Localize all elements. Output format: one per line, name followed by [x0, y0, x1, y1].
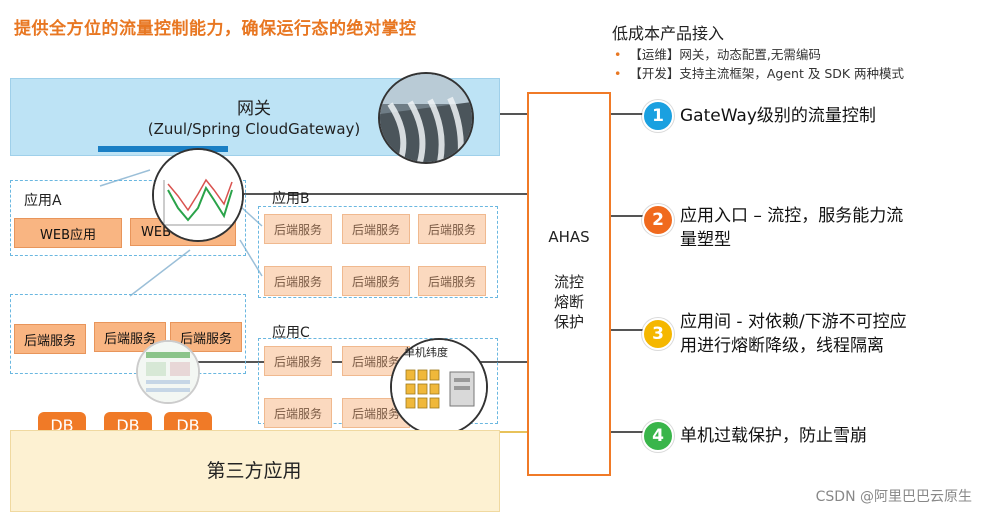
app-b-label: 应用B — [272, 191, 310, 207]
app-b-service: 后端服务 — [342, 214, 410, 244]
app-c-service: 后端服务 — [264, 346, 332, 376]
app-a-service: WEB应用 — [14, 218, 122, 248]
app-c-label: 应用C — [272, 325, 310, 341]
feature-text: 单机过载保护，防止雪崩 — [680, 426, 867, 446]
ahas-name: AHAS — [548, 228, 590, 246]
app-a-label: 应用A — [24, 193, 62, 209]
app-b-service: 后端服务 — [418, 266, 486, 296]
app-c-service: 后端服务 — [264, 398, 332, 428]
app-a-container — [10, 180, 246, 256]
bullet-item: •【开发】支持主流框架，Agent 及 SDK 两种模式 — [614, 66, 905, 81]
feature-number-badge: 2 — [642, 204, 674, 236]
backend-group-container — [10, 294, 246, 374]
app-b-container — [258, 206, 498, 298]
feature-text: 应用间 - 对依赖/下游不可控应 用进行熔断降级，线程隔离 — [680, 312, 907, 356]
standalone-label: 单机纬度 — [404, 346, 448, 359]
bullet-item: •【运维】网关，动态配置,无需编码 — [614, 47, 821, 62]
backend-service: 后端服务 — [14, 324, 86, 354]
page-title: 提供全方位的流量控制能力，确保运行态的绝对掌控 — [14, 19, 417, 39]
app-b-service: 后端服务 — [264, 214, 332, 244]
gateway-name: 网关 — [237, 99, 271, 119]
feature-number-badge: 3 — [642, 318, 674, 350]
feature-text: GateWay级别的流量控制 — [680, 106, 876, 126]
gateway-highlight-bar — [98, 146, 228, 152]
feature-text: 应用入口 – 流控，服务能力流 量塑型 — [680, 206, 904, 250]
app-b-service: 后端服务 — [342, 266, 410, 296]
flow-chart-image — [152, 148, 244, 242]
third-party-box — [10, 430, 500, 512]
watermark: CSDN @阿里巴巴云原生 — [815, 489, 972, 505]
dashboard-image — [136, 340, 200, 404]
ahas-description: 流控 熔断 保护 — [553, 273, 584, 331]
right-heading: 低成本产品接入 — [612, 24, 725, 43]
feature-number-badge: 1 — [642, 100, 674, 132]
gateway-subtitle: (Zuul/Spring CloudGateway) — [147, 120, 361, 138]
app-b-service: 后端服务 — [418, 214, 486, 244]
ahas-box — [527, 92, 611, 476]
dam-image — [378, 72, 474, 164]
feature-number-badge: 4 — [642, 420, 674, 452]
standalone-circle — [390, 338, 488, 436]
third-party-label: 第三方应用 — [206, 460, 302, 482]
app-b-service: 后端服务 — [264, 266, 332, 296]
